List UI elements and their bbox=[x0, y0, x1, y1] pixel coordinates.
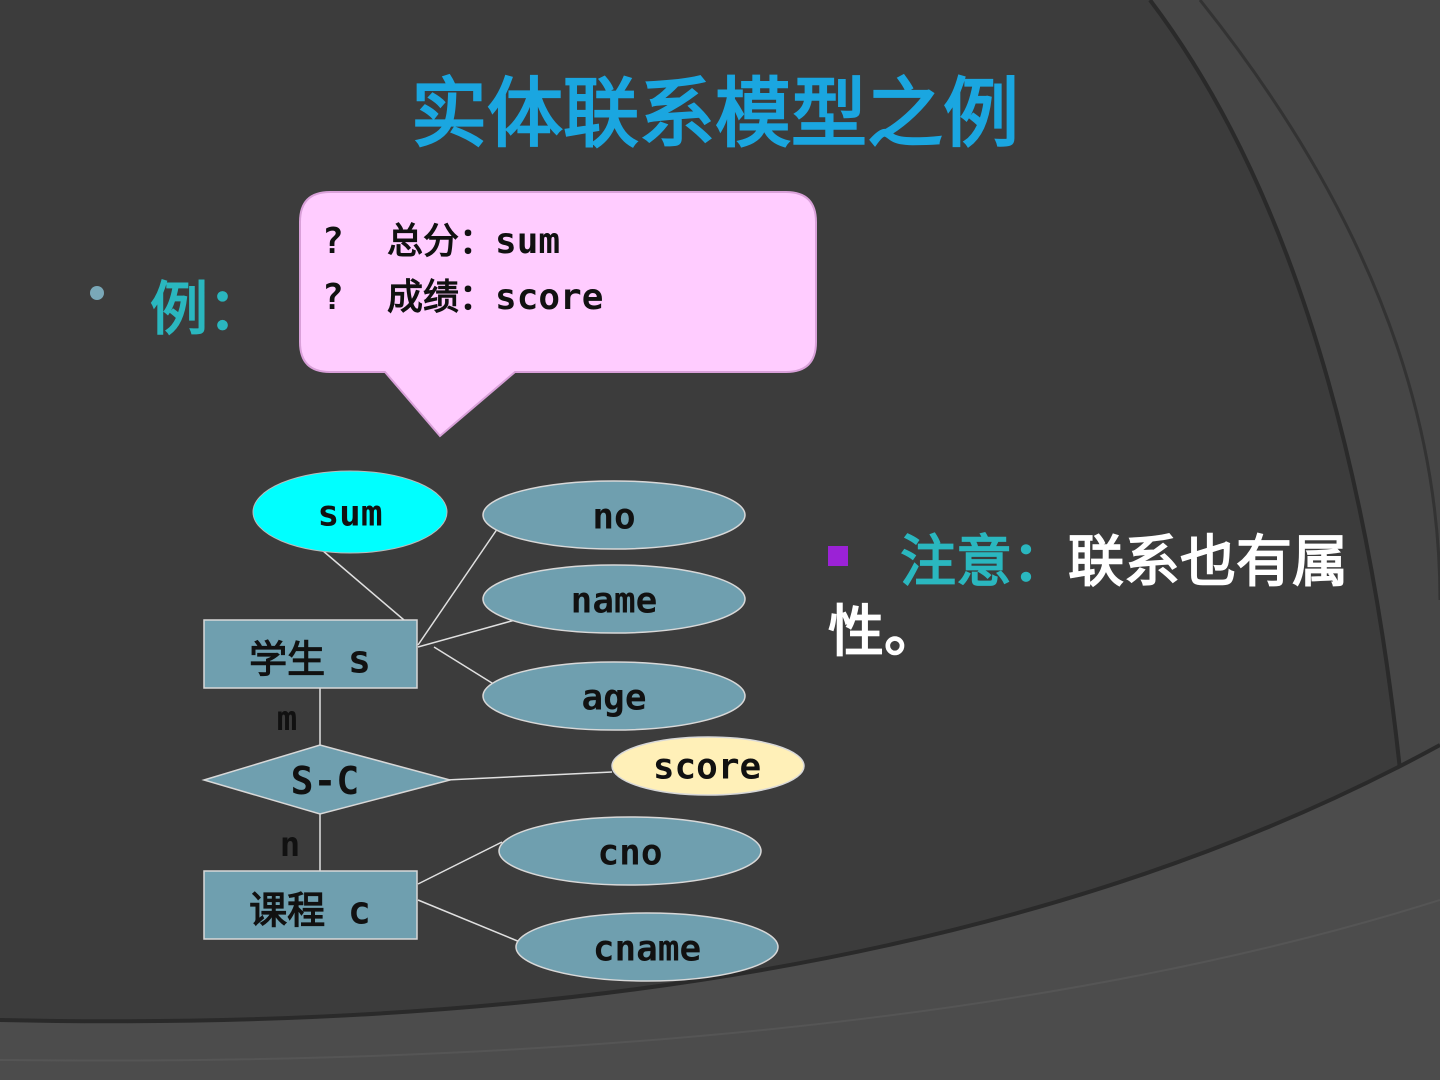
example-label: 例： bbox=[150, 275, 267, 343]
note-key: 注意： bbox=[900, 530, 1068, 595]
attr-name-label: name bbox=[570, 580, 658, 622]
entity-course-box bbox=[203, 870, 418, 940]
attr-cname-label: cname bbox=[592, 928, 702, 970]
connector-lines bbox=[319, 521, 613, 943]
cardinality-n: n bbox=[279, 825, 301, 865]
attr-name-ellipse bbox=[482, 564, 746, 634]
attr-sum-label: sum bbox=[317, 493, 383, 535]
note-body: 联系也有属性。 bbox=[828, 530, 1348, 665]
attr-sum-ellipse bbox=[252, 470, 448, 554]
entity-student-box bbox=[203, 619, 418, 689]
attr-score-label: score bbox=[652, 746, 762, 788]
callout-line-sum: ? 总分：sum bbox=[322, 221, 561, 262]
callout-bubble bbox=[299, 191, 817, 438]
entity-student-label: 学生 s bbox=[249, 637, 371, 682]
cardinality-m: m bbox=[276, 699, 298, 739]
square-bullet-icon bbox=[828, 546, 848, 566]
attr-age-label: age bbox=[581, 677, 647, 719]
note-text: 注意：联系也有属性。 bbox=[828, 528, 1388, 668]
relationship-diamond bbox=[201, 744, 453, 815]
attr-score-ellipse bbox=[611, 736, 805, 796]
attr-cno-ellipse bbox=[498, 816, 762, 886]
entity-course-label: 课程 c bbox=[249, 888, 371, 933]
attr-cname-ellipse bbox=[515, 912, 779, 982]
callout-line-score: ? 成绩：score bbox=[322, 277, 604, 318]
attr-no-ellipse bbox=[482, 480, 746, 550]
bullet-dot-icon bbox=[90, 286, 104, 300]
slide-title: 实体联系模型之例 bbox=[411, 69, 1019, 158]
attr-no-label: no bbox=[592, 496, 636, 538]
relationship-label: S-C bbox=[290, 759, 360, 803]
attr-age-ellipse bbox=[482, 661, 746, 731]
attr-cno-label: cno bbox=[597, 832, 663, 874]
